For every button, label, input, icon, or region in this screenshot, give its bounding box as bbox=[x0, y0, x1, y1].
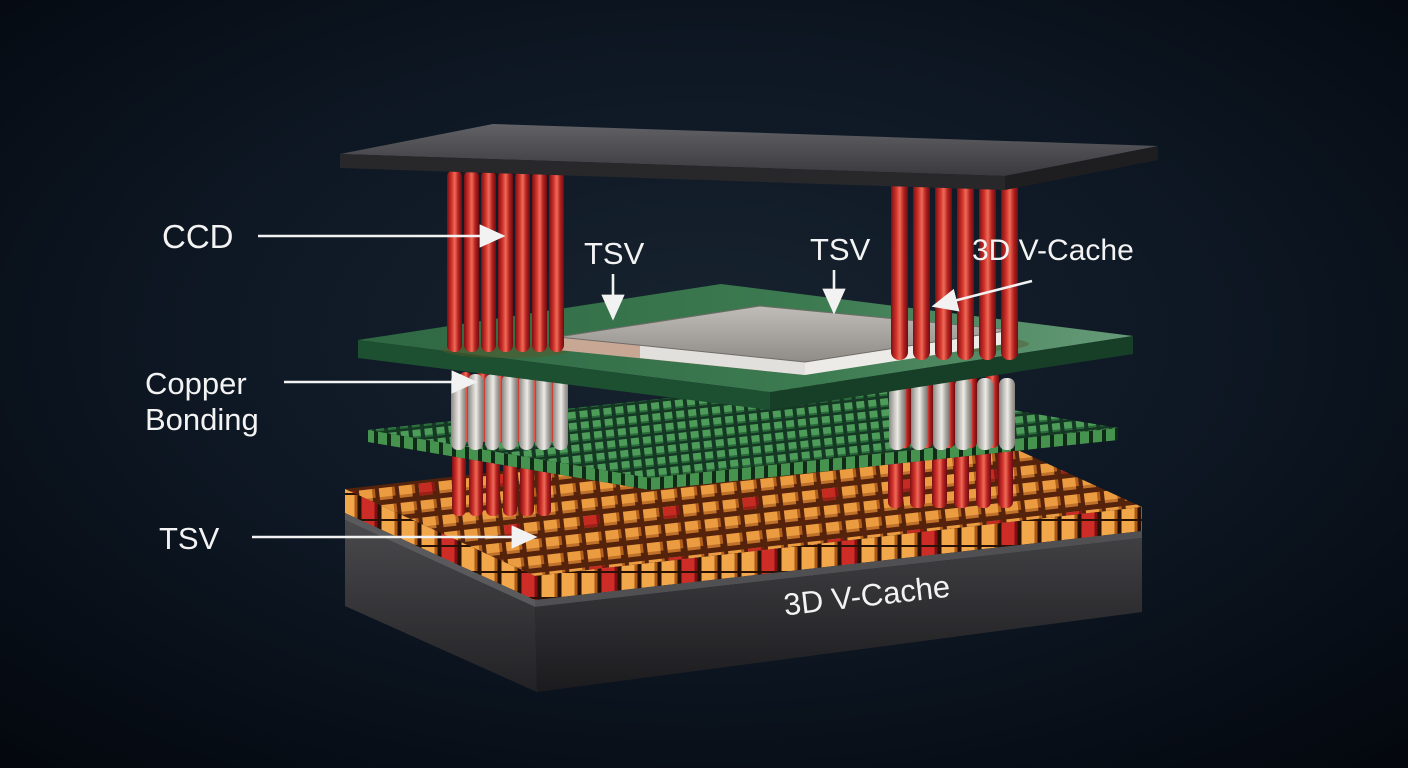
annotation-labels: CCD TSV TSV 3D V-Cache Copper Bonding TS… bbox=[145, 218, 1134, 556]
copper-pillar bbox=[502, 374, 517, 450]
vcache-label-top: 3D V-Cache bbox=[972, 234, 1134, 267]
tsv-pillar bbox=[464, 170, 479, 352]
tsv-pillar bbox=[481, 170, 496, 352]
tsv-pillar bbox=[957, 176, 974, 360]
copper-pillar bbox=[999, 378, 1015, 450]
base-top-sliver-right bbox=[535, 531, 1142, 607]
bump-row-right-red bbox=[535, 507, 1142, 600]
tsv-pillar bbox=[549, 170, 564, 352]
tsv-pillar bbox=[498, 170, 513, 352]
vcache-arrow bbox=[931, 279, 1033, 312]
tsv-label-left: TSV bbox=[584, 236, 645, 271]
tsv-pillar bbox=[935, 176, 952, 360]
tsv-pillar bbox=[515, 170, 530, 352]
copper-pillar bbox=[485, 374, 500, 450]
tsv-pillar bbox=[1001, 176, 1018, 360]
tsv-pillar bbox=[447, 170, 462, 352]
copper-pillar bbox=[553, 374, 568, 450]
copper-pillar bbox=[536, 374, 551, 450]
ccd-plate-face-front bbox=[340, 154, 1005, 190]
copper-pillar bbox=[451, 374, 466, 450]
copper-bonding-label-line2: Bonding bbox=[145, 402, 259, 437]
cache-die-face-left bbox=[358, 340, 770, 410]
annotation-arrows bbox=[252, 224, 1033, 549]
tsv-pillar bbox=[891, 176, 908, 360]
ccd-die-plate bbox=[340, 124, 1158, 190]
tsv-pillar bbox=[532, 170, 547, 352]
tsv-pillar bbox=[979, 176, 996, 360]
tsv-label-bottom: TSV bbox=[159, 521, 220, 556]
tsv-pillar bbox=[913, 176, 930, 360]
tsv-pillars-upper-left bbox=[447, 170, 564, 352]
copper-pillar bbox=[977, 378, 993, 450]
base-face-right bbox=[535, 538, 1142, 692]
copper-pillar bbox=[933, 378, 949, 450]
copper-pillar bbox=[519, 374, 534, 450]
silver-chip-face-left-white bbox=[640, 345, 805, 375]
ccd-label: CCD bbox=[162, 218, 234, 255]
tsv-label-right: TSV bbox=[810, 232, 871, 267]
base-face-left bbox=[345, 520, 537, 692]
copper-bond-pillars-left bbox=[451, 374, 568, 450]
microbump-front-rows bbox=[345, 489, 1142, 600]
copper-pillar bbox=[468, 374, 483, 450]
cache-die-face-right bbox=[770, 336, 1133, 410]
copper-pillar bbox=[955, 378, 971, 450]
copper-pillar bbox=[911, 378, 927, 450]
ccd-plate-top bbox=[340, 124, 1158, 176]
mesh-edge-left bbox=[368, 430, 650, 490]
ccd-plate-face-right bbox=[1005, 146, 1158, 190]
copper-bonding-label-line1: Copper bbox=[145, 366, 247, 401]
bump-row-left-red bbox=[345, 489, 535, 600]
